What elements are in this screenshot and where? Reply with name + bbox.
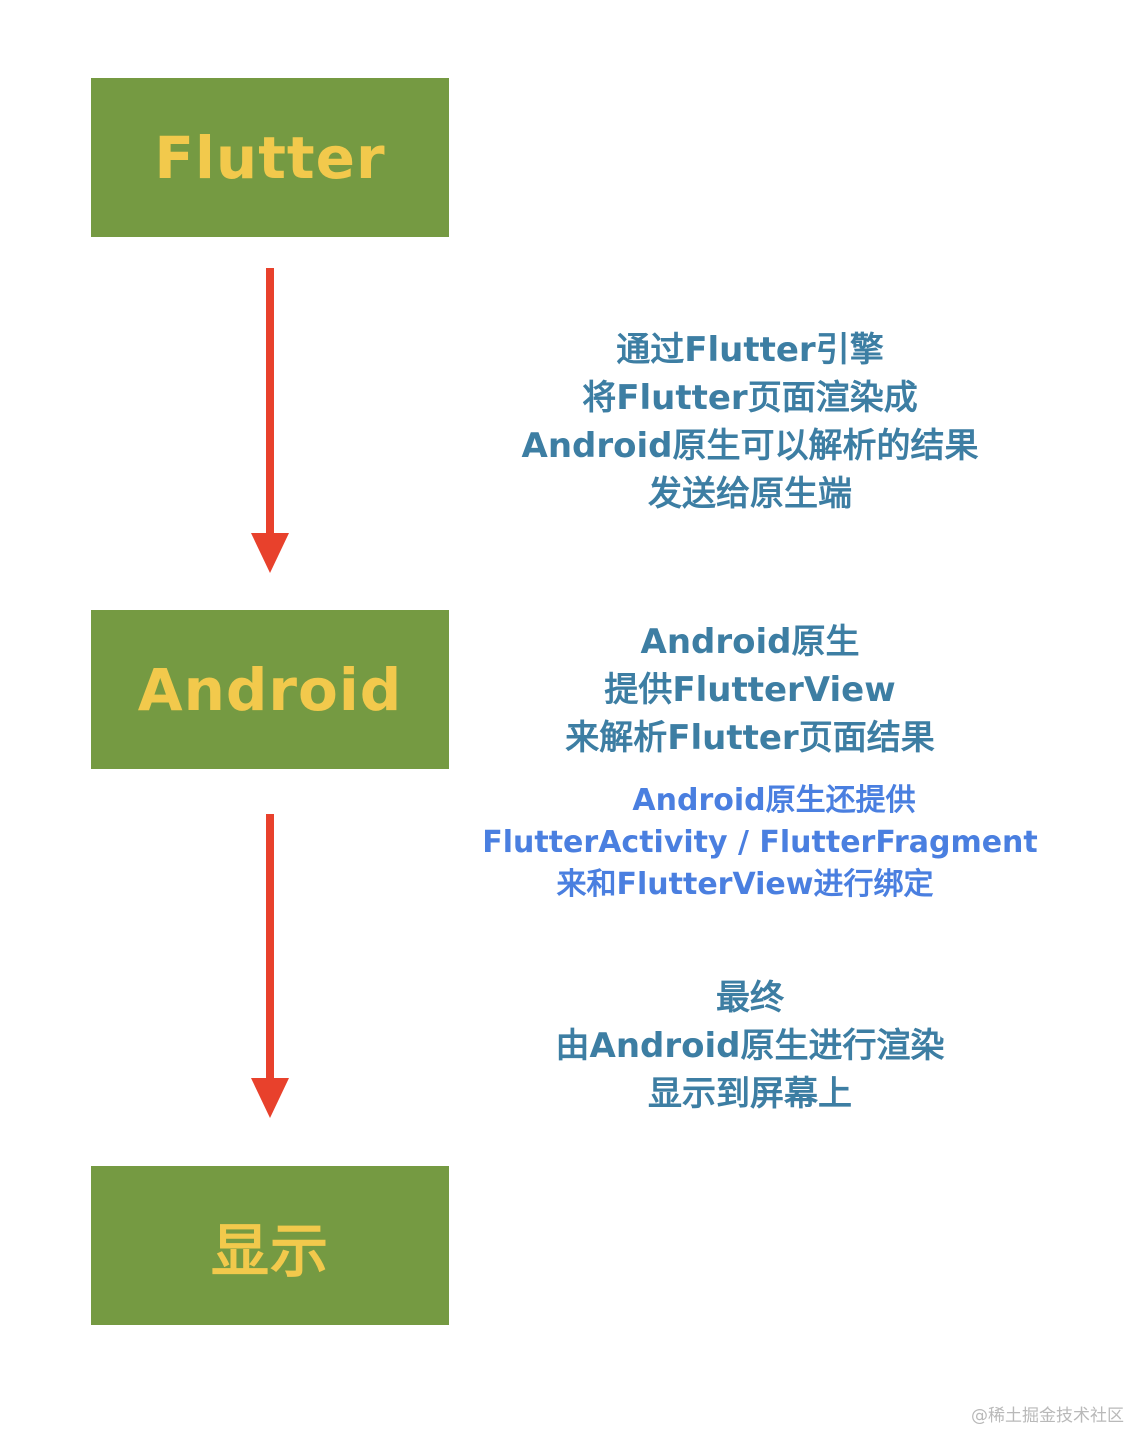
step2-description: Android原生 提供FlutterView 来解析Flutter页面结果 <box>480 618 1020 762</box>
step2-extra-line: Android原生还提供 <box>632 783 916 818</box>
step1-line: 将Flutter页面渲染成 <box>582 378 918 418</box>
step1-description: 通过Flutter引擎 将Flutter页面渲染成 Android原生可以解析的… <box>480 326 1020 518</box>
step2-line: 来解析Flutter页面结果 <box>565 718 935 758</box>
flutter-node-label: Flutter <box>154 123 386 192</box>
flutter-node: Flutter <box>91 78 449 237</box>
step3-line: 显示到屏幕上 <box>648 1074 852 1114</box>
down-arrow-icon <box>251 814 289 1118</box>
step1-line: 发送给原生端 <box>648 474 852 514</box>
android-node: Android <box>91 610 449 769</box>
step3-line: 由Android原生进行渲染 <box>555 1026 945 1066</box>
step2-line: 提供FlutterView <box>604 670 896 710</box>
display-node: 显示 <box>91 1166 449 1325</box>
display-node-label: 显示 <box>210 1216 329 1285</box>
step2-extra-description: Android原生还提供 FlutterActivity / FlutterFr… <box>480 780 1040 906</box>
step3-description: 最终 由Android原生进行渲染 显示到屏幕上 <box>480 974 1020 1118</box>
step2-extra-line: FlutterActivity / FlutterFragment <box>482 825 1038 860</box>
step2-line: Android原生 <box>640 622 860 662</box>
down-arrow-icon <box>251 268 289 573</box>
step2-extra-line: 来和FlutterView进行绑定 <box>556 867 934 902</box>
arrow-flutter-to-android <box>249 268 291 573</box>
step3-line: 最终 <box>716 978 784 1018</box>
step1-line: 通过Flutter引擎 <box>616 330 884 370</box>
step1-line: Android原生可以解析的结果 <box>521 426 979 466</box>
watermark: @稀土掘金技术社区 <box>971 1406 1124 1426</box>
arrow-android-to-display <box>249 814 291 1118</box>
android-node-label: Android <box>137 655 403 724</box>
